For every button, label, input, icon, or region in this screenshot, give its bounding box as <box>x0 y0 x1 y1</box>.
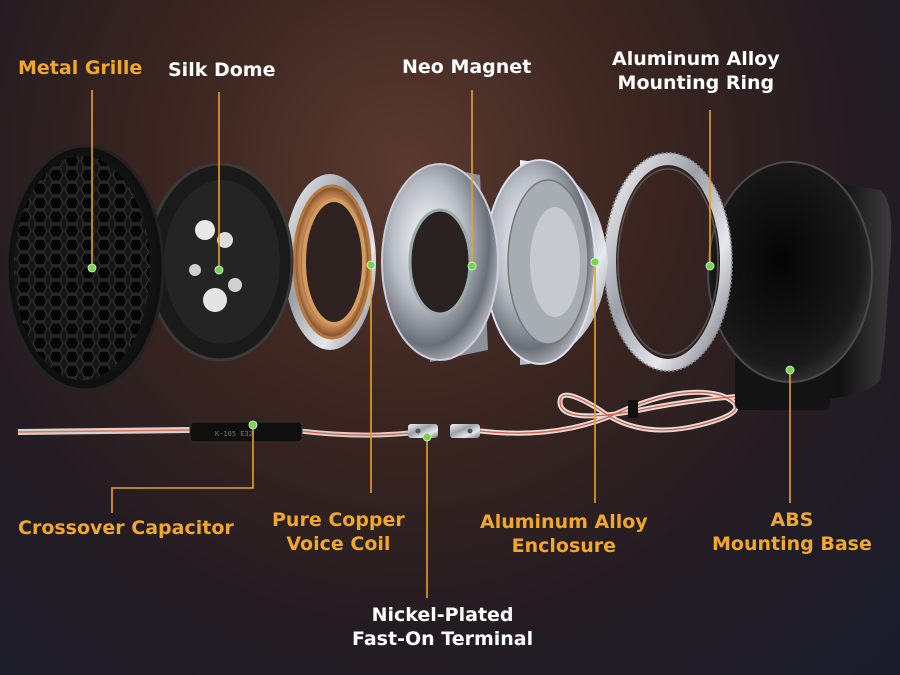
enclosure-text-1: Aluminum Alloy <box>480 511 648 533</box>
pointer-dots <box>87 257 795 442</box>
label-mounting-ring: Aluminum Alloy Mounting Ring <box>612 47 780 95</box>
leader-lines <box>91 90 791 598</box>
label-crossover-capacitor: Crossover Capacitor <box>18 516 234 540</box>
silk-dome-text: Silk Dome <box>168 59 276 81</box>
voice-coil <box>284 174 376 350</box>
aluminum-enclosure <box>484 159 608 365</box>
metal-grille-text: Metal Grille <box>18 57 143 79</box>
label-mounting-base: ABS Mounting Base <box>712 508 872 556</box>
enclosure-text-2: Enclosure <box>511 535 617 557</box>
crossover-wire <box>17 427 411 438</box>
label-voice-coil: Pure Copper Voice Coil <box>272 508 405 556</box>
abs-mounting-base <box>707 161 892 410</box>
mounting-ring-text-2: Mounting Ring <box>617 72 775 94</box>
fast-on-terminal-text-1: Nickel-Plated <box>371 604 514 626</box>
mounting-ring-text-1: Aluminum Alloy <box>612 48 780 70</box>
fast-on-terminal <box>408 424 480 438</box>
fast-on-terminal-text-2: Fast-On Terminal <box>352 628 534 650</box>
label-silk-dome: Silk Dome <box>168 58 275 82</box>
label-metal-grille: Metal Grille <box>18 56 142 80</box>
voice-coil-text-2: Voice Coil <box>286 533 391 555</box>
mounting-base-text-1: ABS <box>770 509 814 531</box>
voice-coil-text-1: Pure Copper <box>272 509 405 531</box>
label-enclosure: Aluminum Alloy Enclosure <box>480 510 648 558</box>
base-lead-wire <box>479 389 761 436</box>
metal-grille <box>5 144 165 392</box>
label-fast-on-terminal: Nickel-Plated Fast-On Terminal <box>352 603 533 651</box>
neo-magnet <box>381 163 499 362</box>
neo-magnet-text: Neo Magnet <box>402 56 532 78</box>
silk-dome <box>146 162 294 362</box>
svg-text:K-105 E32: K-105 E32 <box>215 430 253 438</box>
crossover-capacitor: K-105 E32 <box>189 421 303 443</box>
crossover-capacitor-text: Crossover Capacitor <box>18 517 234 539</box>
label-neo-magnet: Neo Magnet <box>402 55 531 79</box>
mounting-base-text-2: Mounting Base <box>712 533 872 555</box>
